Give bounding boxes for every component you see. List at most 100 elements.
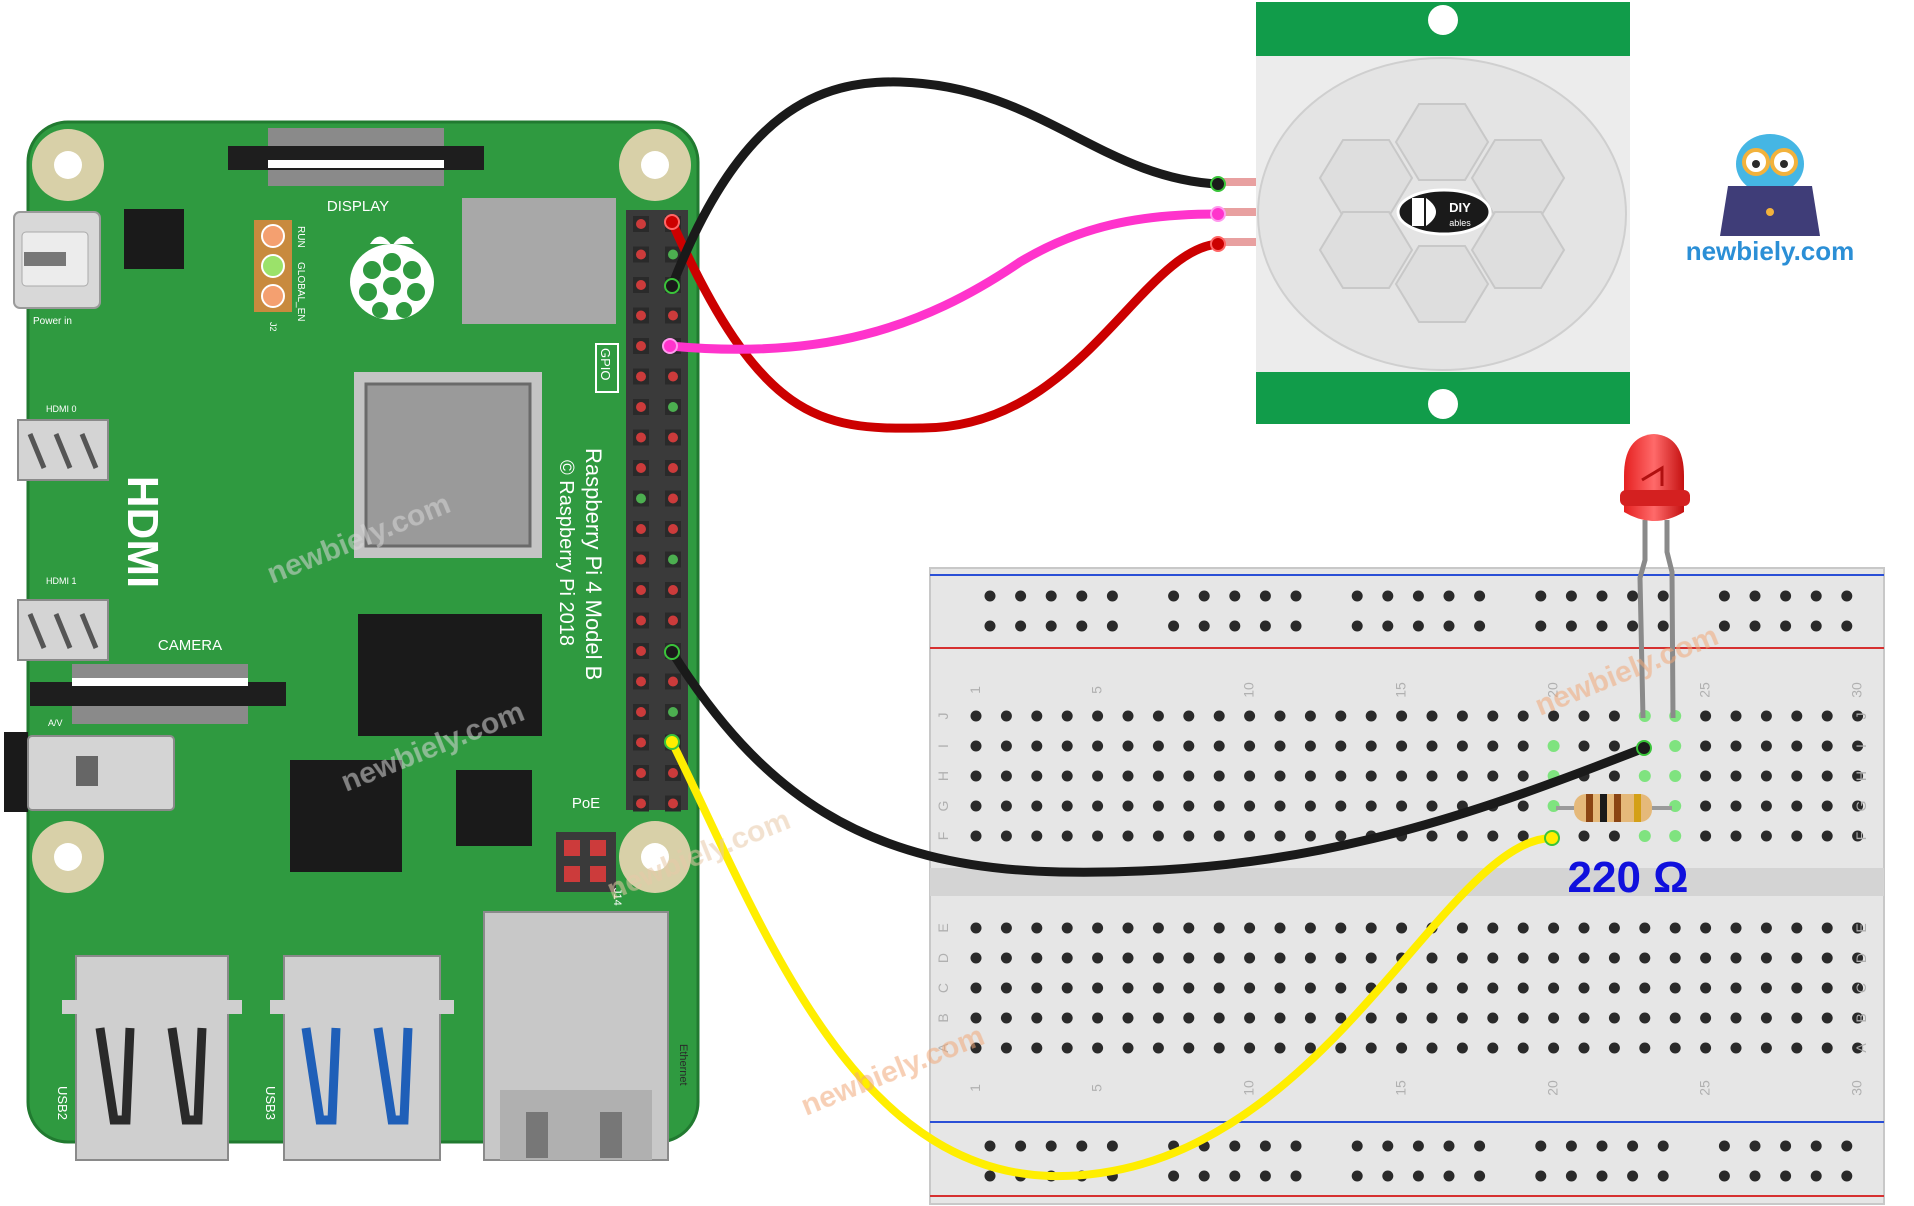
breadboard-hole (1578, 740, 1590, 752)
usb3-port (270, 955, 454, 1161)
breadboard-hole (1351, 590, 1363, 602)
breadboard-hole (1426, 1012, 1438, 1024)
breadboard-hole (1535, 1140, 1547, 1152)
breadboard-hole (1639, 982, 1651, 994)
breadboard-hole (1274, 770, 1286, 782)
breadboard-hole (1426, 1042, 1438, 1054)
breadboard-hole (1791, 710, 1803, 722)
breadboard-hole (1015, 590, 1027, 602)
breadboard-hole (1456, 1012, 1468, 1024)
breadboard-hole (1718, 620, 1730, 632)
gpio-pin (668, 524, 678, 534)
breadboard-hole (1669, 740, 1682, 752)
breadboard-hole (1669, 800, 1682, 812)
pir-pins (1222, 178, 1256, 246)
gpio-pin (636, 707, 646, 717)
breadboard-hole (1426, 800, 1438, 812)
breadboard-hole (1700, 800, 1712, 812)
row-letter: F (935, 832, 951, 841)
breadboard-hole (1760, 800, 1772, 812)
breadboard-hole (1443, 590, 1455, 602)
gpio-pin (636, 768, 646, 778)
breadboard-hole (1244, 710, 1256, 722)
breadboard-hole (1304, 740, 1316, 752)
breadboard-hole (1810, 1140, 1822, 1152)
wifi-module (462, 198, 616, 324)
breadboard-hole (1152, 982, 1164, 994)
breadboard-hole (1335, 830, 1347, 842)
breadboard-hole (1396, 1042, 1408, 1054)
gpio-pin (636, 493, 646, 504)
breadboard-hole (1548, 922, 1560, 934)
breadboard-hole (1304, 710, 1316, 722)
breadboard-hole (1657, 590, 1669, 602)
audio-jack (4, 732, 175, 812)
breadboard-hole (1596, 590, 1608, 602)
breadboard-hole (1456, 830, 1468, 842)
breadboard-hole (1365, 770, 1377, 782)
breadboard-hole (1213, 800, 1225, 812)
breadboard-hole (1487, 740, 1499, 752)
breadboard-hole (970, 952, 982, 964)
breadboard-hole (1304, 1042, 1316, 1054)
breadboard-hole (1213, 982, 1225, 994)
ethernet-label: Ethernet (677, 1044, 689, 1086)
gpio-pin (636, 676, 646, 687)
ram-chip (358, 614, 542, 736)
breadboard-hole (1244, 740, 1256, 752)
gpio-pin (636, 737, 646, 748)
breadboard-hole (1122, 770, 1134, 782)
wire-black-sensor (667, 77, 1223, 291)
breadboard-hole (1244, 1042, 1256, 1054)
gpio-pin (636, 615, 646, 626)
breadboard-hole (1152, 952, 1164, 964)
breadboard-hole (1841, 620, 1853, 632)
gpio-pin (636, 341, 646, 351)
resistor (1556, 794, 1672, 822)
breadboard-hole (1749, 1140, 1761, 1152)
breadboard-hole (1351, 1140, 1363, 1152)
breadboard-hole (1669, 770, 1682, 782)
breadboard-hole (1000, 922, 1012, 934)
breadboard-hole (1608, 922, 1620, 934)
led (1620, 434, 1690, 719)
gpio-pin (636, 249, 646, 260)
breadboard-hole (1487, 1012, 1499, 1024)
breadboard-hole (1517, 1012, 1529, 1024)
breadboard-hole (1229, 1170, 1241, 1182)
usb2-port (62, 955, 242, 1161)
row-letter: H (1853, 771, 1869, 781)
model-label: Raspberry Pi 4 Model B (581, 448, 606, 680)
breadboard-hole (1244, 982, 1256, 994)
breadboard-hole (1061, 740, 1073, 752)
breadboard-hole (1638, 830, 1651, 842)
breadboard-hole (1152, 830, 1164, 842)
breadboard-hole (1183, 982, 1195, 994)
breadboard-hole (1578, 982, 1590, 994)
breadboard-hole (1608, 830, 1620, 842)
breadboard-hole (1730, 710, 1742, 722)
breadboard-hole (1183, 952, 1195, 964)
breadboard-hole (1730, 740, 1742, 752)
breadboard-hole (1760, 830, 1772, 842)
breadboard-hole (1092, 952, 1104, 964)
pir-sensor: DIY ables (1222, 2, 1630, 424)
column-number: 1 (967, 686, 983, 694)
breadboard-hole (1730, 952, 1742, 964)
gpio-pin (636, 402, 646, 412)
breadboard-hole (1608, 740, 1620, 752)
breadboard-hole (1578, 952, 1590, 964)
breadboard-hole (1578, 830, 1590, 842)
breadboard-hole (1780, 590, 1792, 602)
breadboard-hole (1382, 1170, 1394, 1182)
breadboard-hole (1565, 620, 1577, 632)
breadboard-hole (1627, 1170, 1639, 1182)
breadboard-hole (1700, 952, 1712, 964)
breadboard-hole (1061, 1042, 1073, 1054)
breadboard-hole (1152, 922, 1164, 934)
breadboard-hole (1517, 800, 1529, 812)
breadboard-hole (1517, 770, 1529, 782)
column-number: 25 (1697, 682, 1713, 698)
breadboard-hole (1821, 770, 1833, 782)
breadboard-hole (1780, 1170, 1792, 1182)
